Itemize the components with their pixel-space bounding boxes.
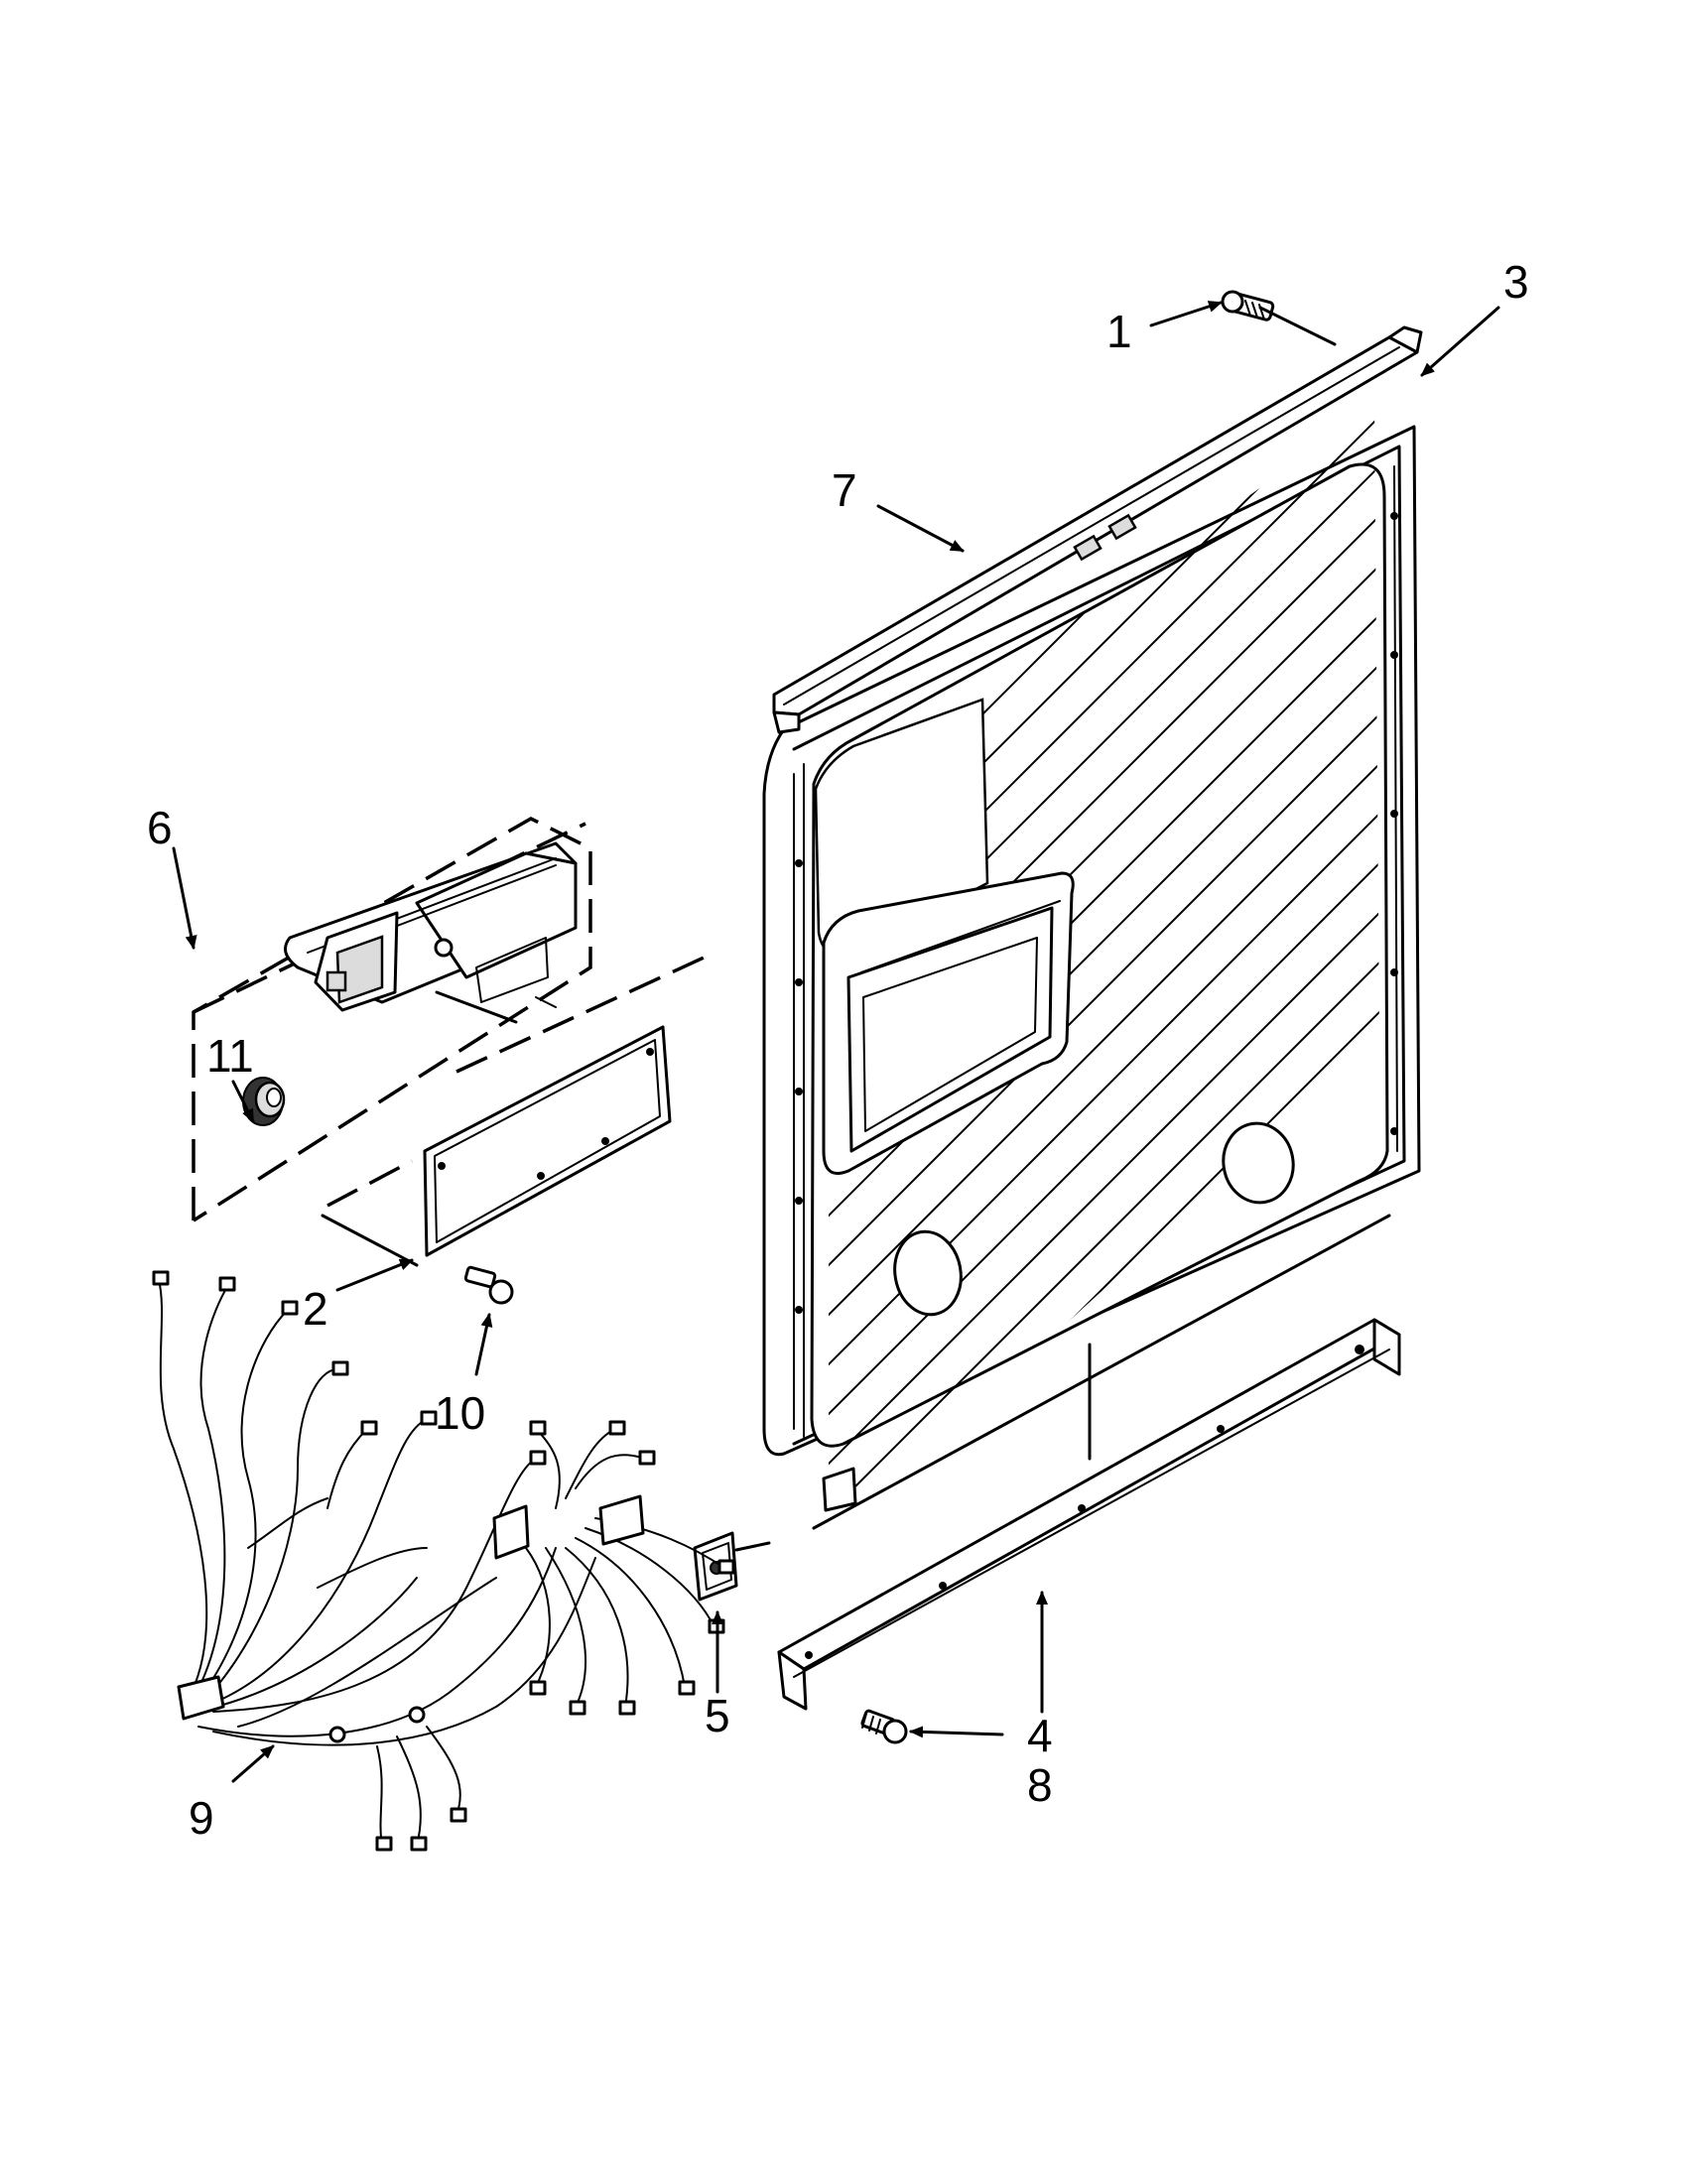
callout-10: 10 — [435, 1387, 485, 1439]
callout-11: 11 — [206, 1030, 254, 1082]
inner-door-panel — [762, 407, 1421, 1530]
callout-9: 9 — [189, 1792, 214, 1844]
screw-10 — [463, 1265, 514, 1305]
top-trim-strip — [772, 325, 1423, 734]
gasket-2 — [321, 951, 715, 1267]
callout-8-visible: 8 — [1027, 1759, 1053, 1811]
screw-1 — [1221, 290, 1275, 321]
leader-lines — [172, 301, 1500, 1783]
bottom-rail — [777, 1318, 1401, 1711]
callout-6: 6 — [147, 802, 173, 853]
panel-fastener-dots — [795, 512, 1398, 1314]
callout-5: 5 — [705, 1690, 730, 1741]
callout-1: 1 — [1106, 306, 1132, 357]
screw-8 — [860, 1709, 908, 1744]
callout-7: 7 — [832, 464, 857, 516]
callout-3: 3 — [1503, 256, 1529, 308]
callout-labels: 1 2 3 4 5 6 7 8 9 10 11 — [147, 256, 1529, 1844]
callout-4: 4 — [1027, 1710, 1053, 1761]
clip-5 — [693, 1531, 771, 1602]
control-module-assembly — [192, 817, 592, 1222]
knob-11 — [242, 1077, 286, 1126]
callout-2: 2 — [303, 1283, 328, 1335]
wire-harness-9 — [152, 1270, 735, 1852]
